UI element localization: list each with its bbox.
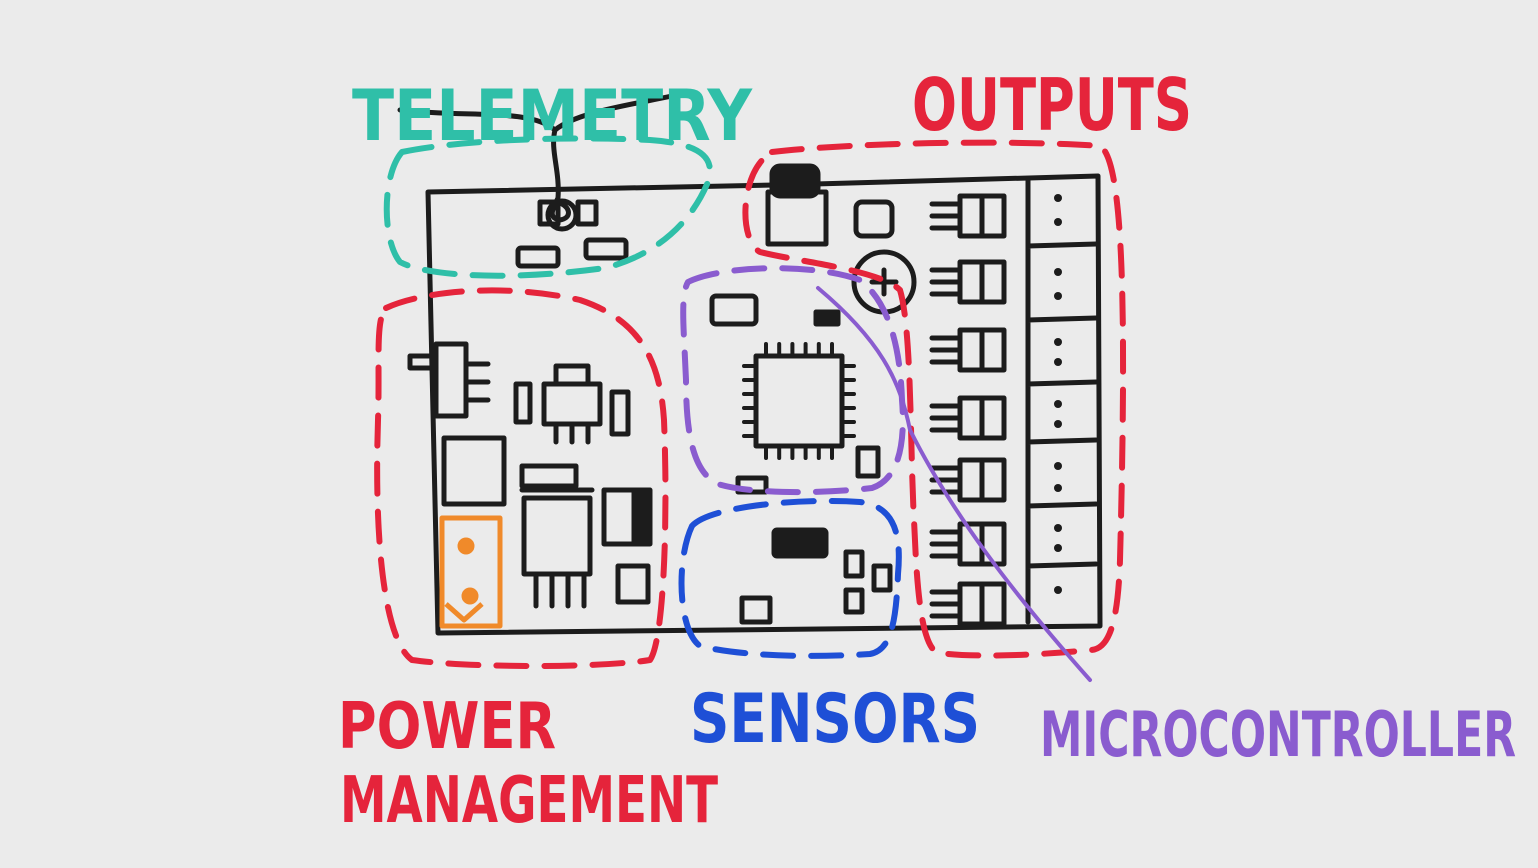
antenna-feed <box>545 198 579 232</box>
outputs-boundary <box>742 139 1127 659</box>
telemetry-boundary <box>383 135 713 279</box>
output-button-square <box>765 189 829 247</box>
sensor-part-2 <box>843 549 865 579</box>
mcu-pins <box>742 342 856 460</box>
battery-connector <box>439 515 503 629</box>
mcu-pin-leads <box>742 342 856 460</box>
outputs-label: OUTPUTS <box>912 63 1192 147</box>
power-regulator-large <box>521 495 593 577</box>
sensors-label: SENSORS <box>690 680 980 759</box>
sensor-components <box>739 527 893 625</box>
mcu-resistor <box>735 475 769 495</box>
mcu-chip <box>753 353 845 449</box>
sensor-chip <box>771 527 829 559</box>
power-regulator-tab <box>553 363 591 445</box>
power-inductor <box>441 435 507 507</box>
power-label-line2: MANAGEMENT <box>340 764 718 838</box>
power-cap-2 <box>609 389 631 437</box>
output-transistor <box>929 193 1007 239</box>
microcontroller-components <box>709 293 881 495</box>
mcu-cap <box>855 445 881 479</box>
power-switch <box>433 341 469 419</box>
terminal-dots <box>1054 194 1062 594</box>
output-small-part <box>853 199 895 239</box>
output-transistor <box>929 581 1007 627</box>
board-outline <box>425 173 1103 636</box>
sensor-part-3 <box>871 563 893 593</box>
power-regulator-large-pins <box>519 487 595 609</box>
power-regulator-small <box>541 381 603 427</box>
buzzer-plus <box>869 267 899 297</box>
sensor-part-4 <box>843 587 865 615</box>
antenna-pad-right <box>575 199 599 227</box>
terminal-block <box>1025 177 1099 625</box>
telemetry-components <box>397 89 693 269</box>
microcontroller-label: MICROCONTROLLER <box>1040 698 1516 771</box>
power-label-line1: POWER <box>338 690 556 764</box>
output-transistor <box>929 327 1007 373</box>
pcb-board <box>425 173 1103 636</box>
mcu-small-pad <box>813 309 841 327</box>
output-transistors <box>929 193 1007 627</box>
output-button-cap <box>769 163 821 199</box>
telemetry-resistor-2 <box>583 237 629 261</box>
power-diode-d-fill <box>631 489 651 545</box>
output-transistor <box>929 457 1007 503</box>
microcontroller-boundary <box>680 265 906 496</box>
mcu-crystal <box>709 293 759 327</box>
sensors-boundary <box>678 498 902 659</box>
sensor-part-1 <box>739 595 773 625</box>
microcontroller-leader-line <box>816 286 1092 682</box>
power-cap-3 <box>615 563 651 605</box>
power-boundary <box>374 287 669 669</box>
power-diode <box>519 463 579 489</box>
antenna-wire <box>397 89 693 223</box>
power-switch-lever <box>407 353 491 403</box>
power-cap-1 <box>513 381 533 425</box>
telemetry-label: TELEMETRY <box>352 75 753 157</box>
output-transistor <box>929 395 1007 441</box>
telemetry-resistor-1 <box>515 245 561 269</box>
output-transistor <box>929 259 1007 305</box>
power-components <box>407 341 653 609</box>
